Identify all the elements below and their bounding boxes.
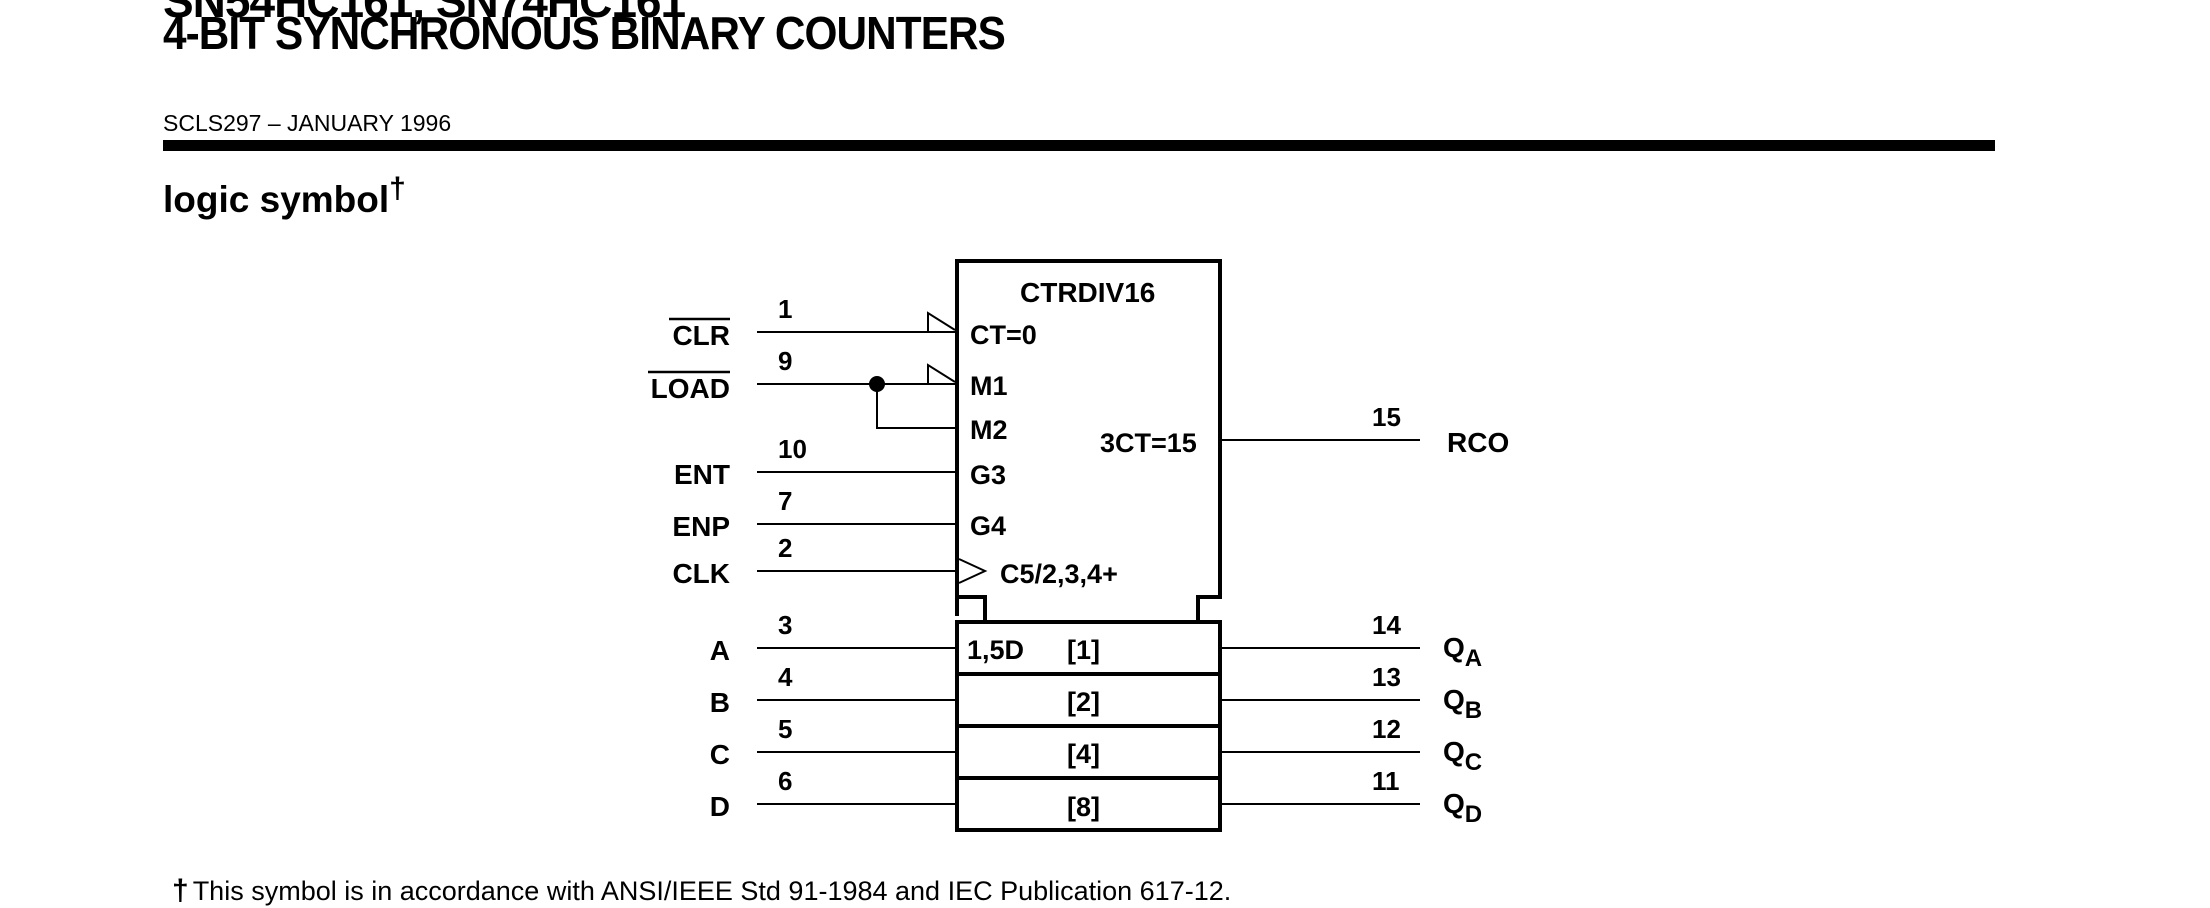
- pin-qb: 13: [1372, 662, 1401, 692]
- pin-d: 6: [778, 766, 792, 796]
- polarity-triangle-clr: [927, 311, 956, 332]
- signal-qc-letter: Q: [1443, 736, 1465, 767]
- footnote-dagger: †: [172, 874, 189, 907]
- pin-rco: 15: [1372, 402, 1401, 432]
- label-3ct15: 3CT=15: [1100, 428, 1197, 458]
- signal-qc-sub: C: [1465, 749, 1482, 776]
- signal-qb-sub: B: [1465, 697, 1482, 724]
- signal-qa-letter: Q: [1443, 632, 1465, 663]
- pin-qd: 11: [1372, 766, 1400, 796]
- pin-clr: 1: [778, 294, 792, 324]
- signal-rco: RCO: [1447, 427, 1509, 458]
- signal-d: D: [710, 791, 730, 822]
- label-bit4: [4]: [1067, 739, 1100, 769]
- pin-clk: 2: [778, 533, 792, 563]
- header-cut-line: SN54HC161, SN74HC161: [163, 0, 686, 27]
- label-ct0: CT=0: [970, 320, 1037, 350]
- wire-load-branch: [876, 384, 957, 429]
- dagger-mark: †: [389, 172, 406, 205]
- signal-load: LOAD: [651, 373, 730, 404]
- label-g3: G3: [970, 460, 1006, 490]
- footnote-text: This symbol is in accordance with ANSI/I…: [192, 876, 1232, 906]
- document-code: SCLS297 – JANUARY 1996: [163, 110, 452, 136]
- pin-a: 3: [778, 610, 792, 640]
- pin-qc: 12: [1372, 714, 1401, 744]
- label-bit8: [8]: [1067, 792, 1100, 822]
- pin-enp: 7: [778, 486, 792, 516]
- pin-c: 5: [778, 714, 792, 744]
- signal-b: B: [710, 687, 730, 718]
- signal-ent: ENT: [674, 459, 730, 490]
- label-g4: G4: [970, 511, 1006, 541]
- signal-qb: QB: [1443, 684, 1482, 724]
- pin-ent: 10: [778, 434, 807, 464]
- document-title: 4-BIT SYNCHRONOUS BINARY COUNTERS: [163, 7, 1006, 59]
- label-m2: M2: [970, 415, 1008, 445]
- signal-qc: QC: [1443, 736, 1482, 776]
- signal-c: C: [710, 739, 730, 770]
- block-title: CTRDIV16: [1020, 277, 1155, 308]
- junction-dot: [869, 376, 885, 392]
- header-rule: [163, 140, 1995, 151]
- section-title: logic symbol: [163, 179, 390, 220]
- label-c5: C5/2,3,4+: [1000, 559, 1118, 589]
- pin-qa: 14: [1372, 610, 1401, 640]
- signal-qa: QA: [1443, 632, 1482, 672]
- control-block-outline: [955, 259, 1222, 624]
- signal-qd-sub: D: [1465, 801, 1482, 828]
- label-bit2: [2]: [1067, 687, 1100, 717]
- pin-b: 4: [778, 662, 793, 692]
- footnote: †This symbol is in accordance with ANSI/…: [172, 874, 1231, 908]
- signal-qd-letter: Q: [1443, 788, 1465, 819]
- clock-triangle: [958, 558, 988, 584]
- signal-qa-sub: A: [1465, 645, 1482, 672]
- section-heading: logic symbol†: [163, 172, 406, 221]
- signal-enp: ENP: [672, 511, 730, 542]
- polarity-triangle-load: [927, 363, 956, 384]
- label-bit1: [1]: [1067, 635, 1100, 665]
- signal-clr: CLR: [672, 320, 730, 351]
- signal-qb-letter: Q: [1443, 684, 1465, 715]
- pin-load: 9: [778, 346, 792, 376]
- label-15d: 1,5D: [967, 635, 1024, 665]
- signal-qd: QD: [1443, 788, 1482, 828]
- label-m1: M1: [970, 371, 1008, 401]
- signal-clk: CLK: [672, 558, 730, 589]
- signal-a: A: [710, 635, 730, 666]
